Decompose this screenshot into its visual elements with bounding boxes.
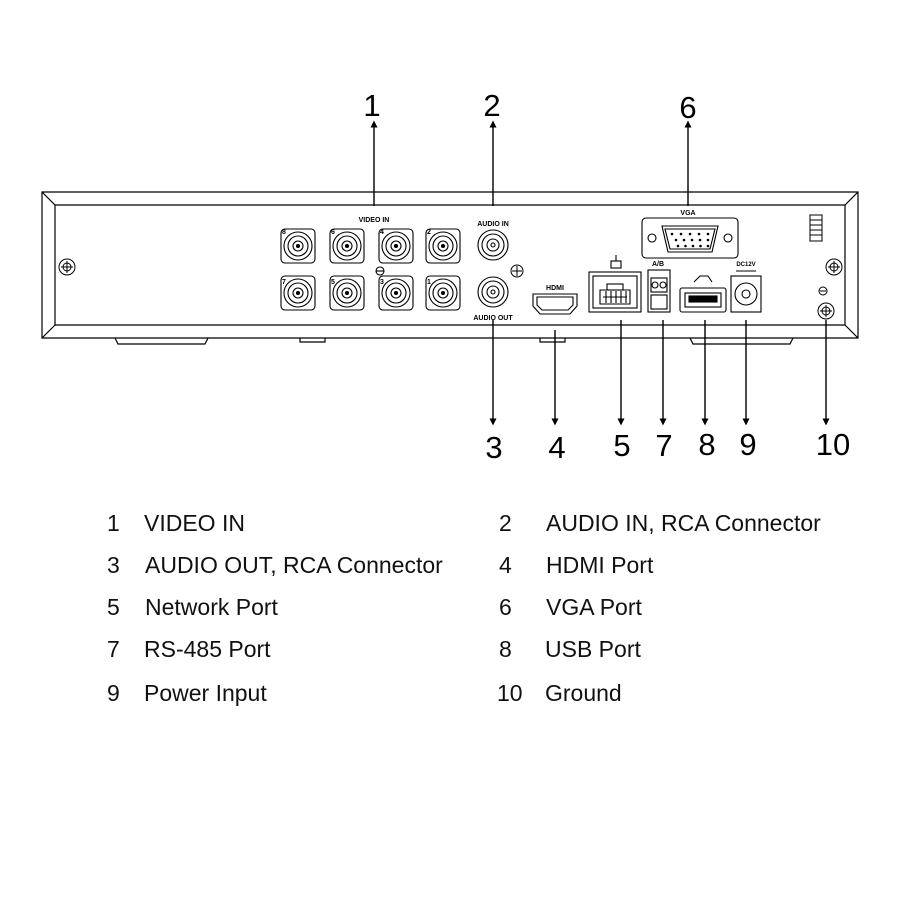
legend-label: Power Input bbox=[144, 680, 267, 706]
vga-pin bbox=[679, 232, 683, 236]
video-in-bnc-group: 8 6 4 2 7 5 3 1 bbox=[280, 228, 461, 311]
vga-pin bbox=[690, 238, 694, 242]
vga-pin bbox=[706, 238, 710, 242]
callout-4: 4 bbox=[548, 430, 565, 465]
vga-pin bbox=[706, 232, 710, 236]
bnc-channel-label: 7 bbox=[282, 279, 286, 286]
bnc-channel-label: 5 bbox=[331, 279, 335, 286]
callout-5: 5 bbox=[613, 428, 630, 463]
callout-8: 8 bbox=[698, 427, 715, 462]
bnc-connector bbox=[329, 228, 365, 264]
bnc-connector bbox=[378, 275, 414, 311]
bnc-channel-label: 2 bbox=[427, 229, 431, 236]
bnc-channel-label: 4 bbox=[380, 229, 384, 236]
network-port bbox=[588, 255, 642, 313]
legend-label: AUDIO OUT, RCA Connector bbox=[145, 552, 443, 578]
vga-pin bbox=[676, 244, 680, 248]
bnc-connector bbox=[329, 275, 365, 311]
rs485-panel-label: A/B bbox=[652, 261, 664, 268]
ground-terminal bbox=[817, 286, 835, 320]
vga-pin bbox=[670, 232, 674, 236]
hdmi-panel-label: HDMI bbox=[546, 285, 564, 292]
callout-7: 7 bbox=[655, 428, 672, 463]
audio-in-rca bbox=[477, 229, 509, 261]
bnc-connector bbox=[280, 275, 316, 311]
mount-screw-left bbox=[58, 258, 76, 276]
panel-ground-symbol bbox=[510, 264, 524, 278]
bnc-channel-label: 8 bbox=[282, 229, 286, 236]
bnc-channel-label: 1 bbox=[427, 279, 431, 286]
callout-leaders bbox=[370, 120, 830, 426]
callout-1: 1 bbox=[363, 88, 380, 123]
legend-number: 2 bbox=[499, 510, 512, 536]
legend-label: VGA Port bbox=[546, 594, 642, 620]
legend-number: 6 bbox=[499, 594, 512, 620]
vga-pin bbox=[674, 238, 678, 242]
legend-label: RS-485 Port bbox=[144, 636, 271, 662]
hdmi-port bbox=[532, 293, 578, 315]
chassis bbox=[41, 191, 859, 345]
legend-label: VIDEO IN bbox=[144, 510, 245, 536]
legend-label: HDMI Port bbox=[546, 552, 654, 578]
vga-pin bbox=[684, 244, 687, 248]
bnc-channel-label: 6 bbox=[331, 229, 335, 236]
usb-port bbox=[679, 275, 727, 313]
video-in-panel-label: VIDEO IN bbox=[359, 217, 390, 224]
vga-port bbox=[641, 217, 739, 259]
vga-pin bbox=[691, 244, 695, 248]
legend-number: 3 bbox=[107, 552, 120, 578]
bnc-ground-symbol bbox=[375, 266, 385, 276]
legend-number: 4 bbox=[499, 552, 512, 578]
vga-pin bbox=[706, 244, 710, 248]
vent-slots bbox=[809, 214, 823, 242]
legend-number: 5 bbox=[107, 594, 120, 620]
legend-number: 1 bbox=[107, 510, 120, 536]
legend-number: 8 bbox=[499, 636, 512, 662]
audio-in-panel-label: AUDIO IN bbox=[477, 221, 509, 228]
legend-number: 10 bbox=[497, 680, 523, 706]
bnc-connector bbox=[425, 275, 461, 311]
rs485-port bbox=[647, 269, 671, 313]
vga-panel-label: VGA bbox=[680, 210, 695, 217]
legend-label: AUDIO IN, RCA Connector bbox=[546, 510, 821, 536]
vga-pin bbox=[697, 232, 701, 236]
callout-9: 9 bbox=[739, 427, 756, 462]
legend-label: USB Port bbox=[545, 636, 641, 662]
bnc-connector bbox=[280, 228, 316, 264]
vga-pin bbox=[699, 244, 702, 248]
vga-pin bbox=[682, 238, 686, 242]
bnc-connector bbox=[425, 228, 461, 264]
callout-3: 3 bbox=[485, 430, 502, 465]
vga-pin bbox=[688, 232, 692, 236]
legend-label: Network Port bbox=[145, 594, 278, 620]
dc-power-port bbox=[730, 270, 762, 313]
vga-pin bbox=[698, 238, 702, 242]
callout-6: 6 bbox=[679, 90, 696, 125]
legend-number: 7 bbox=[107, 636, 120, 662]
bnc-channel-label: 3 bbox=[380, 279, 384, 286]
audio-out-rca bbox=[477, 276, 509, 308]
audio-out-panel-label: AUDIO OUT bbox=[473, 315, 513, 322]
callout-2: 2 bbox=[483, 88, 500, 123]
callout-10: 10 bbox=[816, 427, 850, 462]
vga-pins bbox=[670, 232, 710, 248]
dc-panel-label: DC12V bbox=[736, 262, 755, 268]
legend-label: Ground bbox=[545, 680, 622, 706]
port-legend: 1 VIDEO IN 2 AUDIO IN, RCA Connector 3 A… bbox=[0, 500, 900, 720]
legend-number: 9 bbox=[107, 680, 120, 706]
mount-screw-right bbox=[825, 258, 843, 276]
bnc-connector bbox=[378, 228, 414, 264]
